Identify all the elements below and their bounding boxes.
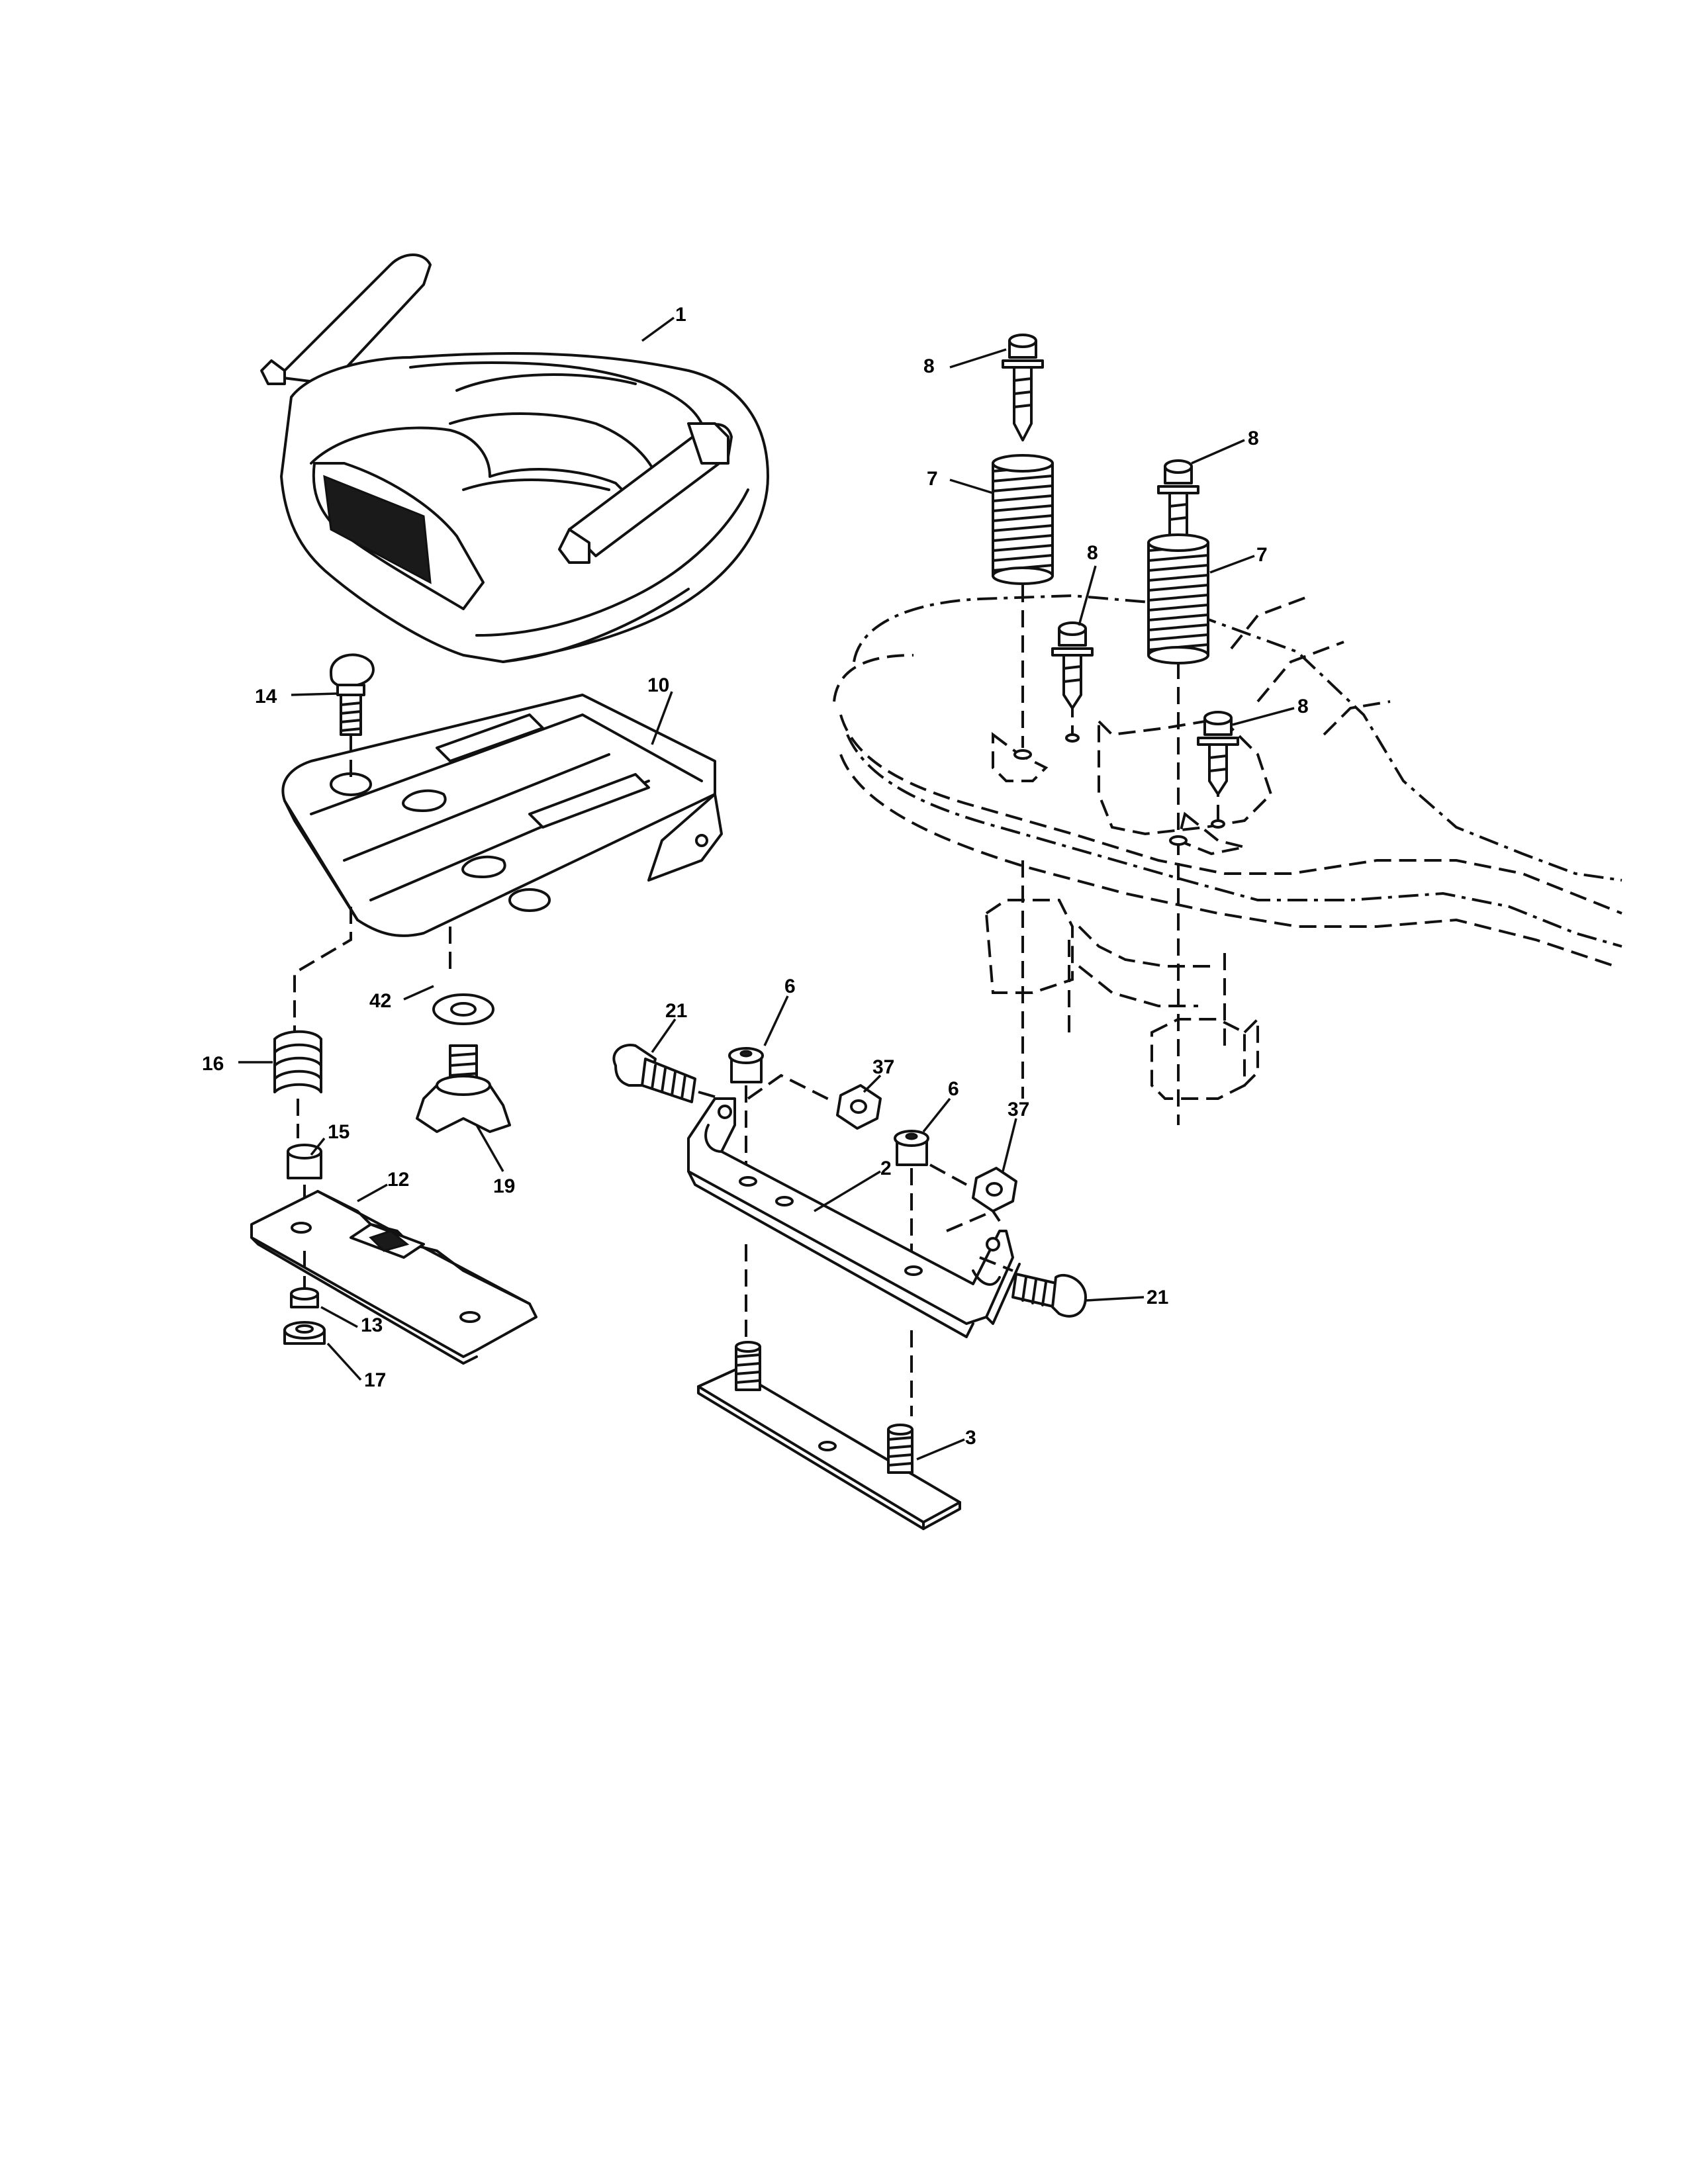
- callout-10: 10: [647, 674, 669, 696]
- callout-7-right: 7: [1256, 544, 1268, 566]
- lock-nut-left: [728, 1047, 764, 1165]
- callout-37-upper: 37: [872, 1056, 894, 1078]
- bracket-alignment-lines: [745, 1244, 913, 1416]
- callout-12: 12: [387, 1169, 409, 1191]
- callout-17: 17: [364, 1369, 386, 1391]
- callout-3: 3: [965, 1427, 976, 1449]
- seat-spring: [273, 1030, 322, 1138]
- callout-42: 42: [369, 990, 391, 1012]
- callout-14: 14: [255, 686, 277, 707]
- callout-8-upper-left: 8: [923, 355, 935, 377]
- callout-1: 1: [675, 304, 686, 326]
- stud-plate: [697, 1341, 961, 1530]
- shoulder-bolt-left: [612, 1044, 722, 1103]
- carriage-bolt: [330, 653, 375, 778]
- flange-nut: [283, 1321, 326, 1345]
- small-nut: [290, 1287, 319, 1308]
- callout-21-right: 21: [1147, 1287, 1168, 1308]
- coil-spring-left: [992, 454, 1054, 585]
- callout-16: 16: [202, 1053, 224, 1075]
- frame-mount-holes: [1013, 733, 1225, 846]
- callout-8-lower-right: 8: [1297, 696, 1309, 717]
- callout-19: 19: [493, 1175, 515, 1197]
- leader-lines: [238, 316, 1295, 1461]
- hex-nut-upper: [747, 1073, 882, 1130]
- bolt-lower-right: [1197, 711, 1239, 796]
- lock-nut-right: [894, 1130, 929, 1257]
- shoulder-bolt-right: [979, 1256, 1087, 1318]
- seat-bracket: [687, 1097, 1021, 1338]
- callout-13: 13: [361, 1314, 383, 1336]
- callout-6-right: 6: [948, 1078, 959, 1100]
- bolt-upper-left: [1002, 334, 1044, 441]
- hex-nut-lower: [929, 1163, 1017, 1212]
- coil-spring-right: [1147, 533, 1209, 664]
- callout-8-mid: 8: [1087, 542, 1098, 564]
- seat-pan-alignment-lines: [293, 907, 451, 1032]
- callout-2: 2: [880, 1158, 892, 1179]
- callout-7-left: 7: [927, 468, 938, 490]
- callout-6-left: 6: [784, 976, 796, 997]
- tractor-frame-outline: [833, 594, 1622, 1100]
- washer: [432, 993, 494, 1025]
- callout-8-upper-right: 8: [1248, 428, 1259, 449]
- callout-37-lower: 37: [1008, 1099, 1029, 1120]
- slide-plate: [250, 1190, 538, 1365]
- callout-21-left: 21: [665, 1000, 687, 1022]
- bolt-mid: [1051, 621, 1094, 709]
- seat-assembly: [260, 253, 769, 663]
- callout-labels: 1 10 14 42 16 15 12 13 17 19 21 6 37 6 3…: [202, 304, 1309, 1449]
- adjustment-knob: [416, 1044, 511, 1133]
- callout-15: 15: [328, 1121, 350, 1143]
